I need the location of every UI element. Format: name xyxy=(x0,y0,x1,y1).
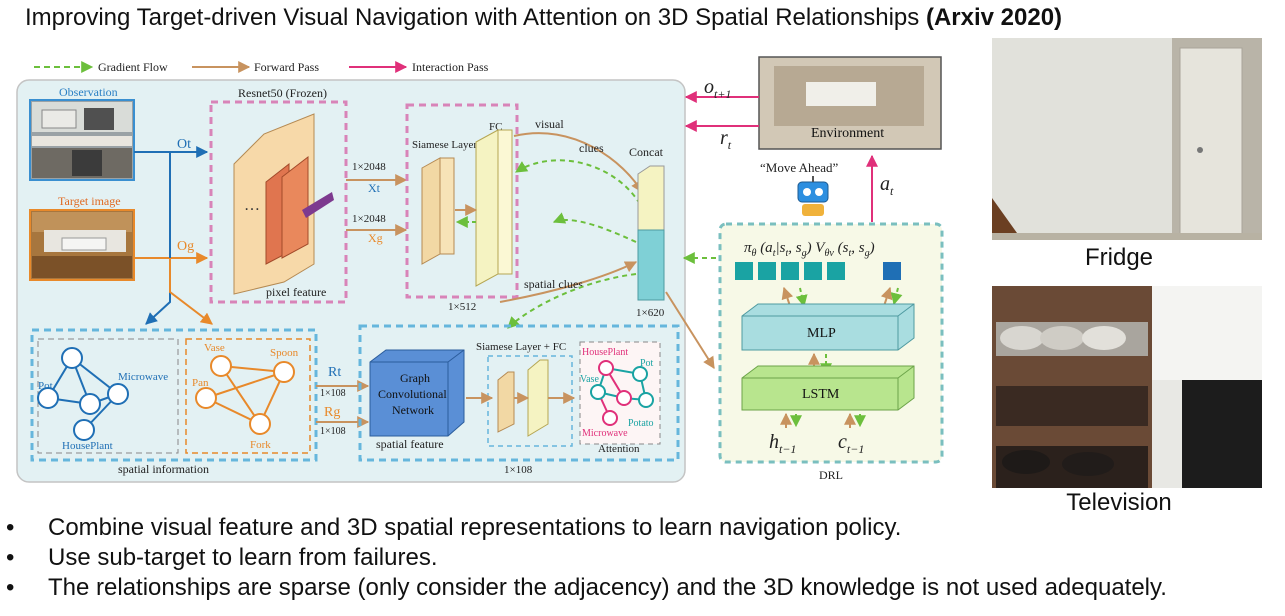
policy-output-squares xyxy=(735,262,901,280)
siamese-label: Siamese Layer xyxy=(412,139,477,151)
architecture-figure: Gradient Flow Forward Pass Interaction P… xyxy=(16,56,944,483)
mlp-label: MLP xyxy=(807,326,836,341)
spatial-feature-box xyxy=(358,324,680,462)
spatial-clues-label: spatial clues xyxy=(524,277,583,291)
gcn-block: Graph Convolutional Network xyxy=(369,349,465,437)
node-microwave: Microwave xyxy=(118,371,168,383)
pixel-feature-label: pixel feature xyxy=(266,285,326,299)
gcn-line2: Convolutional xyxy=(378,387,447,401)
television-caption: Television xyxy=(1066,489,1172,516)
fridge-photo xyxy=(992,38,1262,240)
gcn-line3: Network xyxy=(392,403,434,417)
drl-label: DRL xyxy=(819,468,843,482)
bullet-text: Combine visual feature and 3D spatial re… xyxy=(48,514,902,541)
attn-node-microwave: Microwave xyxy=(582,428,628,439)
mlp-block: MLP xyxy=(741,303,915,351)
og-label: Og xyxy=(177,239,194,254)
rt-dim-label: 1×108 xyxy=(320,388,346,399)
xg-dim-label: 1×2048 xyxy=(352,213,386,225)
television-photo xyxy=(992,286,1262,488)
lstm-label: LSTM xyxy=(802,387,840,402)
concat-dim-label: 1×620 xyxy=(636,307,665,319)
attn-node-potato: Potato xyxy=(628,418,654,429)
feature-volume: … xyxy=(233,113,334,295)
node-fork: Fork xyxy=(250,439,271,451)
siamese-fc-blocks xyxy=(497,359,549,437)
attention-label: Attention xyxy=(598,443,640,455)
siamese-fc-label: Siamese Layer + FC xyxy=(476,341,566,353)
move-ahead-label: “Move Ahead” xyxy=(760,160,839,175)
siamese-box xyxy=(405,103,519,299)
robot-icon xyxy=(797,176,829,216)
node-vase: Vase xyxy=(204,342,225,354)
attn-node-vase: Vase xyxy=(580,374,599,385)
node-pot: Pot xyxy=(38,380,53,392)
clues-label: clues xyxy=(579,141,604,155)
legend: Gradient Flow Forward Pass Interaction P… xyxy=(34,60,489,74)
rg-dim-label: 1×108 xyxy=(320,426,346,437)
siamese-layer-block xyxy=(421,157,455,265)
xg-label: Xg xyxy=(368,231,383,245)
observation-label: Observation xyxy=(59,85,118,99)
resnet-label: Resnet50 (Frozen) xyxy=(238,86,327,100)
bullet-text: Use sub-target to learn from failures. xyxy=(48,544,438,571)
fridge-caption: Fridge xyxy=(1084,244,1154,271)
attn-node-pot: Pot xyxy=(640,358,654,369)
environment-box: Environment xyxy=(758,56,942,150)
attn-node-houseplant: HousePlant xyxy=(582,347,628,358)
target-image-label: Target image xyxy=(58,194,121,208)
legend-gradient: Gradient Flow xyxy=(98,60,168,74)
fc-dim-label: 1×512 xyxy=(448,301,476,313)
environment-label: Environment xyxy=(811,126,884,141)
legend-forward: Forward Pass xyxy=(254,60,319,74)
visual-label: visual xyxy=(535,117,564,131)
xt-dim-label: 1×2048 xyxy=(352,161,386,173)
bottom-dim-label: 1×108 xyxy=(504,464,533,476)
rg-label: Rg xyxy=(324,405,340,420)
ot-label: Ot xyxy=(177,137,191,152)
spatial-information-label: spatial information xyxy=(118,462,209,476)
target-image xyxy=(29,209,135,281)
resnet-box xyxy=(209,100,348,304)
spatial-feature-label: spatial feature xyxy=(376,437,444,451)
a-t-label: at xyxy=(880,173,894,198)
rt-label: Rt xyxy=(328,365,341,380)
node-spoon: Spoon xyxy=(270,347,299,359)
slide-title: Improving Target-driven Visual Navigatio… xyxy=(25,4,1063,31)
spatial-info-box xyxy=(30,328,318,462)
node-houseplant: HousePlant xyxy=(62,440,113,452)
r-t-label: rt xyxy=(720,127,732,152)
svg-text:…: … xyxy=(244,197,260,214)
policy-label: πθ (at|st, sg) Vθv (st, sg) xyxy=(744,240,875,259)
legend-interaction: Interaction Pass xyxy=(412,60,489,74)
venue-label: (Arxiv 2020) xyxy=(925,4,1063,31)
attention-graph: HousePlant Pot Vase Potato Microwave xyxy=(580,347,654,439)
object-graph-b: Vase Spoon Pan Fork xyxy=(192,342,299,451)
node-pan: Pan xyxy=(192,377,209,389)
o-t1-label: ot+1 xyxy=(704,76,731,101)
concat-vector xyxy=(637,165,665,301)
object-graph-a: Microwave Pot HousePlant xyxy=(37,347,168,452)
bullet-text: The relationships are sparse (only consi… xyxy=(48,574,1167,601)
fc-layer-block xyxy=(475,129,513,287)
gcn-line1: Graph xyxy=(400,371,430,385)
observation-image xyxy=(29,99,135,181)
c-prev-label: ct−1 xyxy=(838,431,864,456)
concat-label: Concat xyxy=(629,145,664,159)
xt-label: Xt xyxy=(368,181,381,195)
lstm-block: LSTM xyxy=(741,365,915,411)
